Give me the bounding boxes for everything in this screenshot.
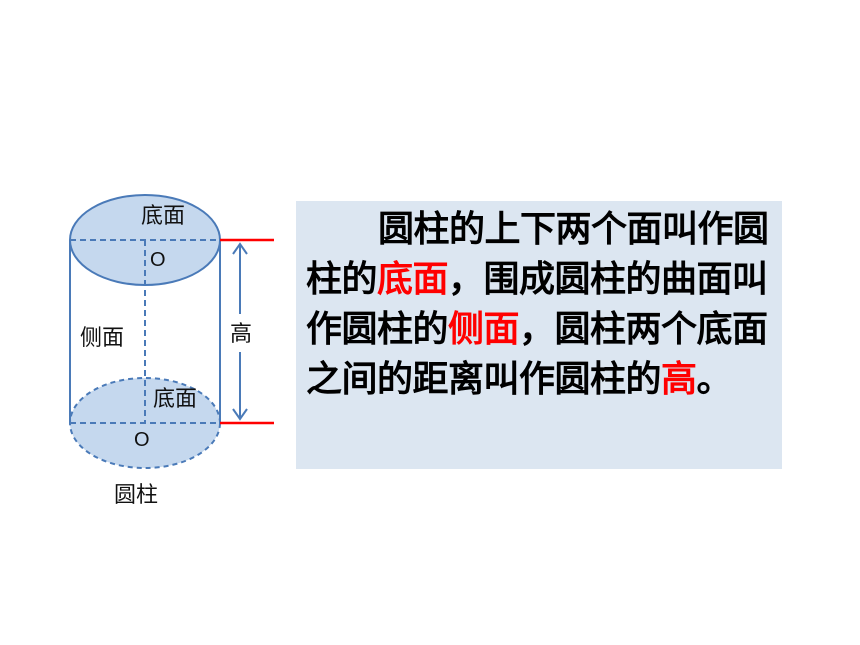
term-side: 侧面: [448, 309, 520, 350]
definition-panel: 圆柱的上下两个面叫作圆柱的底面，围成圆柱的曲面叫作圆柱的侧面，圆柱两个底面之间的…: [296, 201, 782, 469]
definition-part-3: ，圆柱两个底面之间的距离叫作圆柱的: [306, 309, 768, 400]
definition-part-2: ，围成圆柱的曲面叫作圆柱的: [306, 259, 768, 350]
height-arrow: [232, 242, 248, 421]
definition-part-4: 。: [696, 359, 733, 400]
top-center-label: O: [150, 249, 166, 271]
top-face-label: 底面: [141, 204, 185, 229]
height-label: 高: [230, 322, 252, 347]
term-height: 高: [661, 359, 697, 400]
cylinder-diagram: 底面 O 侧面 高 底面 O 圆柱: [69, 194, 274, 508]
definition-part-1: 圆柱的上下两个面叫作圆柱的: [306, 209, 769, 300]
side-label: 侧面: [80, 326, 124, 351]
term-base: 底面: [377, 259, 449, 300]
bottom-face-label: 底面: [153, 387, 197, 412]
bottom-center-label: O: [134, 429, 150, 451]
diagram-caption: 圆柱: [114, 483, 158, 508]
definition-text: 圆柱的上下两个面叫作圆柱的底面，围成圆柱的曲面叫作圆柱的侧面，圆柱两个底面之间的…: [306, 205, 782, 405]
